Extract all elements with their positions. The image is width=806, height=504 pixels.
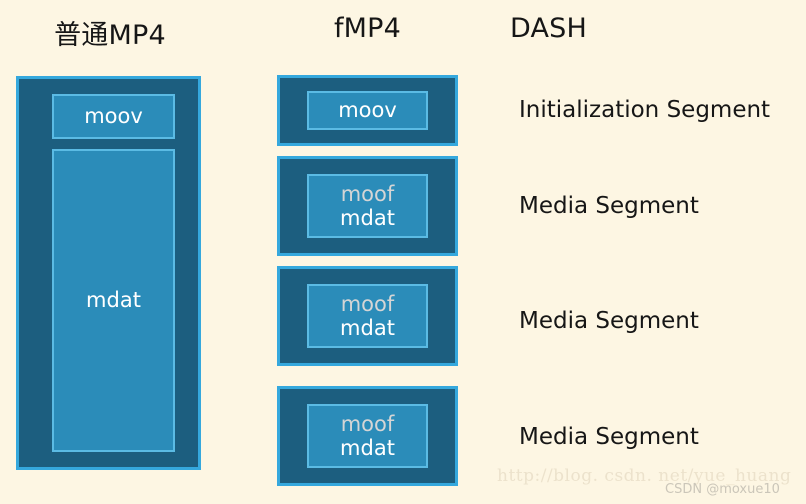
plain-mp4-moov-label: moov xyxy=(84,104,143,129)
column-title-plain-mp4: 普通MP4 xyxy=(54,20,166,51)
fmp4-segment-inner-box: moov xyxy=(307,91,428,130)
fmp4-segment-box: moof mdat xyxy=(277,156,458,256)
plain-mp4-file-container: moov mdat xyxy=(16,76,201,470)
fmp4-segment-inner-box: moof mdat xyxy=(307,404,428,468)
column-title-dash: DASH xyxy=(510,13,588,44)
dash-label-media-segment: Media Segment xyxy=(519,308,699,334)
fmp4-box-label-mdat: mdat xyxy=(340,436,395,460)
fmp4-box-label-moof: moof xyxy=(340,411,395,436)
fmp4-box-label-moov: moov xyxy=(338,98,397,123)
fmp4-segment-box: moof mdat xyxy=(277,386,458,486)
plain-mp4-moov-box: moov xyxy=(52,94,175,139)
dash-label-media-segment: Media Segment xyxy=(519,424,699,450)
plain-mp4-mdat-box: mdat xyxy=(52,149,175,452)
fmp4-segment-box: moov xyxy=(277,75,458,146)
fmp4-box-label-moof: moof xyxy=(340,181,395,206)
fmp4-box-label-moof: moof xyxy=(340,291,395,316)
dash-label-initialization-segment: Initialization Segment xyxy=(519,97,771,123)
fmp4-segment-inner-box: moof mdat xyxy=(307,284,428,348)
plain-mp4-mdat-label: mdat xyxy=(86,288,141,313)
column-title-fmp4: fMP4 xyxy=(333,13,402,44)
watermark-blog-url: http://blog. csdn. net/yue_huang xyxy=(497,466,792,486)
fmp4-box-label-mdat: mdat xyxy=(340,316,395,340)
watermark-csdn-handle: CSDN @moxue10 xyxy=(665,482,780,497)
fmp4-segment-box: moof mdat xyxy=(277,266,458,366)
dash-label-media-segment: Media Segment xyxy=(519,193,699,219)
fmp4-box-label-mdat: mdat xyxy=(340,206,395,230)
fmp4-segment-inner-box: moof mdat xyxy=(307,174,428,238)
